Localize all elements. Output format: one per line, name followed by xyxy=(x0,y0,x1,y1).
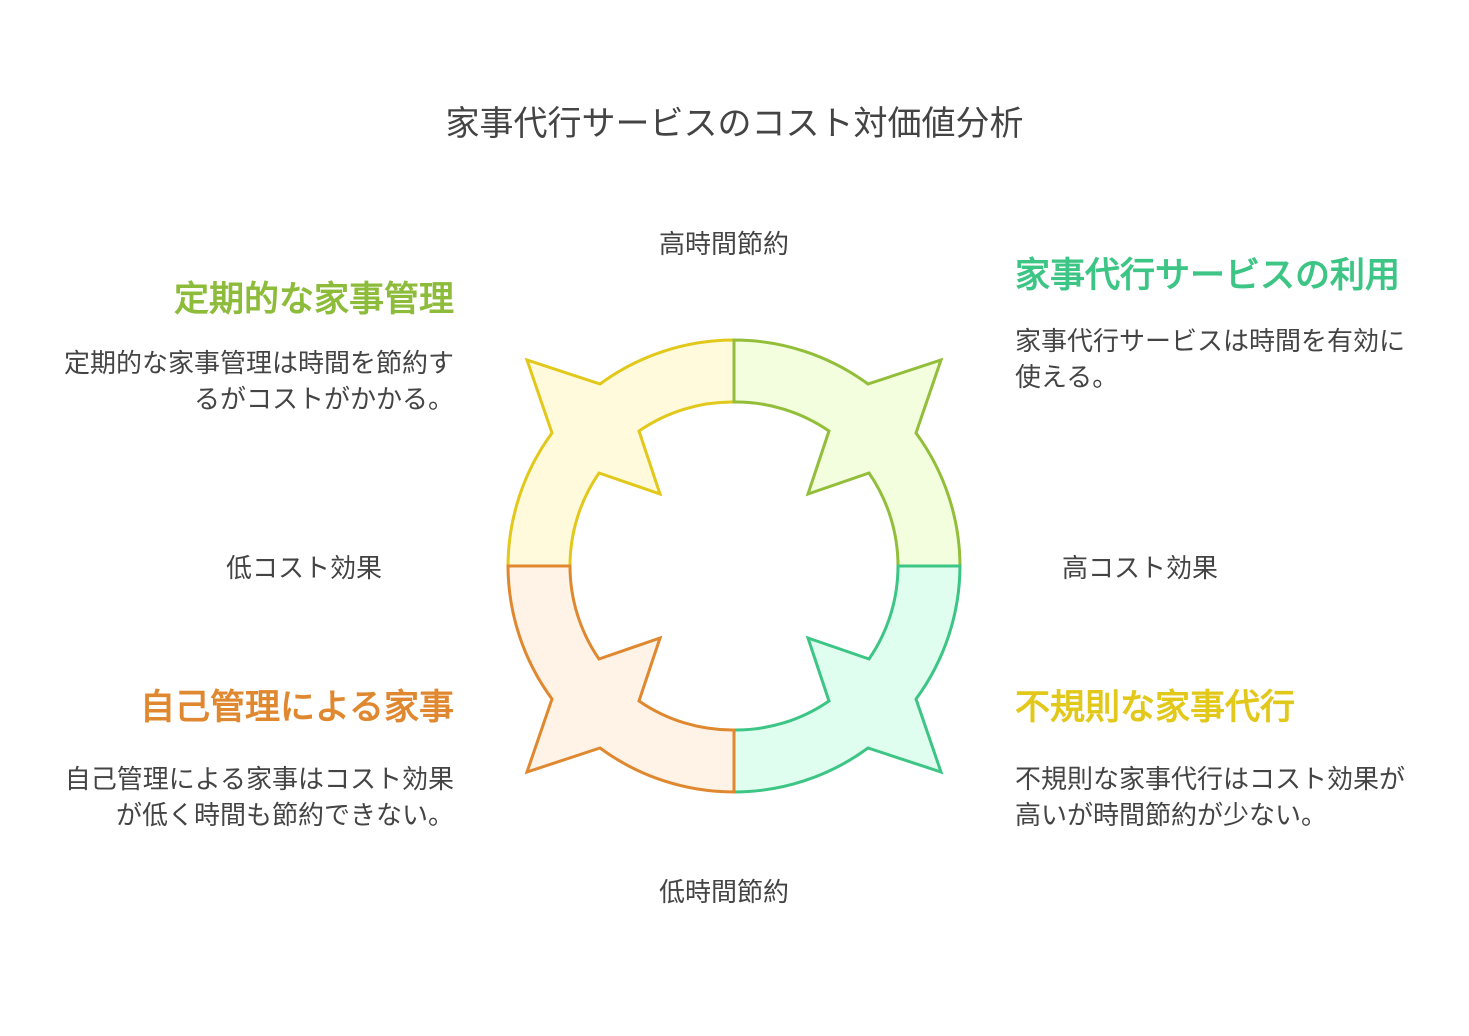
quadrant-heading: 不規則な家事代行 xyxy=(1015,688,1296,728)
quadrant-top-left: 定期的な家事管理 定期的な家事管理は時間を節約するがコストがかかる。 xyxy=(60,276,454,418)
quadrant-top-right: 家事代行サービスの利用 家事代行サービスは時間を有効に使える。 xyxy=(1015,252,1415,396)
diagram-title: 家事代行サービスのコスト対価値分析 xyxy=(445,104,1024,144)
segment-top-right xyxy=(732,338,962,568)
axis-label-right: 高コスト効果 xyxy=(1062,554,1219,584)
quadrant-bottom-left: 自己管理による家事 自己管理による家事はコスト効果が低く時間も節約できない。 xyxy=(60,684,454,834)
quadrant-description: 家事代行サービスは時間を有効に使える。 xyxy=(1015,327,1406,393)
quadrant-description: 不規則な家事代行はコスト効果が高いが時間節約が少ない。 xyxy=(1015,765,1406,831)
quadrant-heading: 定期的な家事管理 xyxy=(173,280,454,320)
quadrant-heading: 自己管理による家事 xyxy=(140,688,454,728)
segment-bottom-right xyxy=(732,564,962,794)
quadrant-heading: 家事代行サービスの利用 xyxy=(1015,256,1401,296)
axis-label-top: 高時間節約 xyxy=(659,230,790,260)
quadrant-description: 自己管理による家事はコスト効果が低く時間も節約できない。 xyxy=(64,765,454,831)
quadrant-bottom-right: 不規則な家事代行 不規則な家事代行はコスト効果が高いが時間節約が少ない。 xyxy=(1015,684,1415,834)
quadrant-description: 定期的な家事管理は時間を節約するがコストがかかる。 xyxy=(63,349,454,415)
axis-label-bottom: 低時間節約 xyxy=(659,878,790,908)
axis-label-left: 低コスト効果 xyxy=(226,554,383,584)
segment-bottom-left xyxy=(506,564,736,794)
segment-top-left xyxy=(506,338,736,568)
